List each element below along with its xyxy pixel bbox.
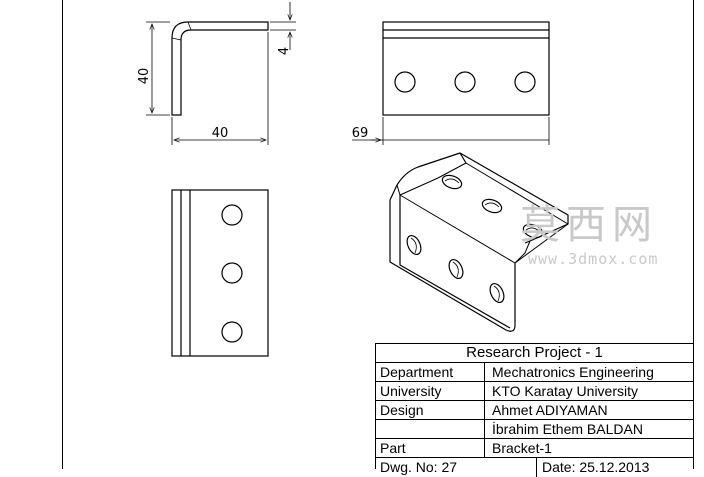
design-label: Design <box>380 402 424 418</box>
front-hole-1 <box>394 71 416 93</box>
side-view <box>171 21 269 116</box>
front-view-outline <box>382 21 550 116</box>
thickness-dimension <box>270 2 296 50</box>
front-hole-3 <box>514 71 536 93</box>
side-height-dimension <box>146 21 170 116</box>
designer-2: İbrahim Ethem BALDAN <box>492 421 643 437</box>
side-width-label: 40 <box>212 126 229 141</box>
top-length-label: 69 <box>352 126 369 141</box>
university-label: University <box>380 383 442 399</box>
title-row: Research Project - 1 <box>376 344 694 363</box>
project-title: Research Project - 1 <box>466 344 603 361</box>
top-length-dimension <box>352 117 550 145</box>
dwg-row: Dwg. No: 27 Date: 25.12.2013 <box>376 458 694 477</box>
drawing-date: Date: 25.12.2013 <box>542 459 650 475</box>
isometric-view <box>389 152 569 332</box>
part-row: Part Bracket-1 <box>376 439 694 458</box>
watermark-url: www.3dmox.com <box>528 250 658 268</box>
top-hole-1 <box>221 204 243 226</box>
top-view <box>171 189 269 357</box>
design-row-1: Design Ahmet ADIYAMAN <box>376 401 694 420</box>
front-view <box>382 21 550 116</box>
drawing-number: Dwg. No: 27 <box>380 459 458 475</box>
thickness-label: 4 <box>277 47 292 55</box>
side-view-profile <box>171 21 269 116</box>
title-block: Research Project - 1 Department Mechatro… <box>375 343 694 477</box>
frame-border-left <box>62 0 63 469</box>
watermark-logo: 莫西网 <box>520 202 658 248</box>
top-view-outline <box>171 189 269 357</box>
top-hole-3 <box>221 321 243 343</box>
department-value: Mechatronics Engineering <box>492 364 654 380</box>
part-value: Bracket-1 <box>492 440 552 456</box>
part-label: Part <box>380 440 406 456</box>
top-hole-2 <box>221 262 243 284</box>
front-hole-2 <box>454 71 476 93</box>
department-label: Department <box>380 364 454 380</box>
university-row: University KTO Karatay University <box>376 382 694 401</box>
university-value: KTO Karatay University <box>492 383 639 399</box>
designer-1: Ahmet ADIYAMAN <box>492 402 608 418</box>
side-width-dimension <box>171 32 269 145</box>
department-row: Department Mechatronics Engineering <box>376 363 694 382</box>
frame-border-right <box>693 0 694 469</box>
design-row-2: İbrahim Ethem BALDAN <box>376 420 694 439</box>
side-height-label: 40 <box>137 68 152 85</box>
